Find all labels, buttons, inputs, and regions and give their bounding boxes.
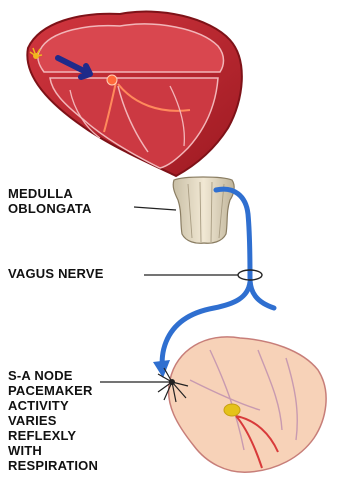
medulla-label-line-2: OBLONGATA <box>8 201 92 216</box>
sa-label-line-5: REFLEXLY <box>8 428 98 443</box>
sa-label-line-4: VARIES <box>8 413 98 428</box>
small-heart <box>169 337 327 472</box>
medulla-label: MEDULLA OBLONGATA <box>8 186 92 216</box>
small-heart-body <box>169 337 327 472</box>
av-node-marker <box>224 404 240 416</box>
sa-label-line-7: RESPIRATION <box>8 458 98 473</box>
vagus-nerve-label: VAGUS NERVE <box>8 266 104 281</box>
sa-label-line-2: PACEMAKER <box>8 383 98 398</box>
heart-cross-section <box>27 12 242 176</box>
sa-label-line-3: ACTIVITY <box>8 398 98 413</box>
sa-label-line-1: S-A NODE <box>8 368 98 383</box>
medulla-label-line-1: MEDULLA <box>8 186 92 201</box>
sa-label-line-6: WITH <box>8 443 98 458</box>
vagus-nerve-arrowhead <box>153 360 170 378</box>
medulla-pointer-line <box>134 207 176 210</box>
sa-node-label: S-A NODE PACEMAKER ACTIVITY VARIES REFLE… <box>8 368 98 473</box>
av-node <box>107 75 117 85</box>
